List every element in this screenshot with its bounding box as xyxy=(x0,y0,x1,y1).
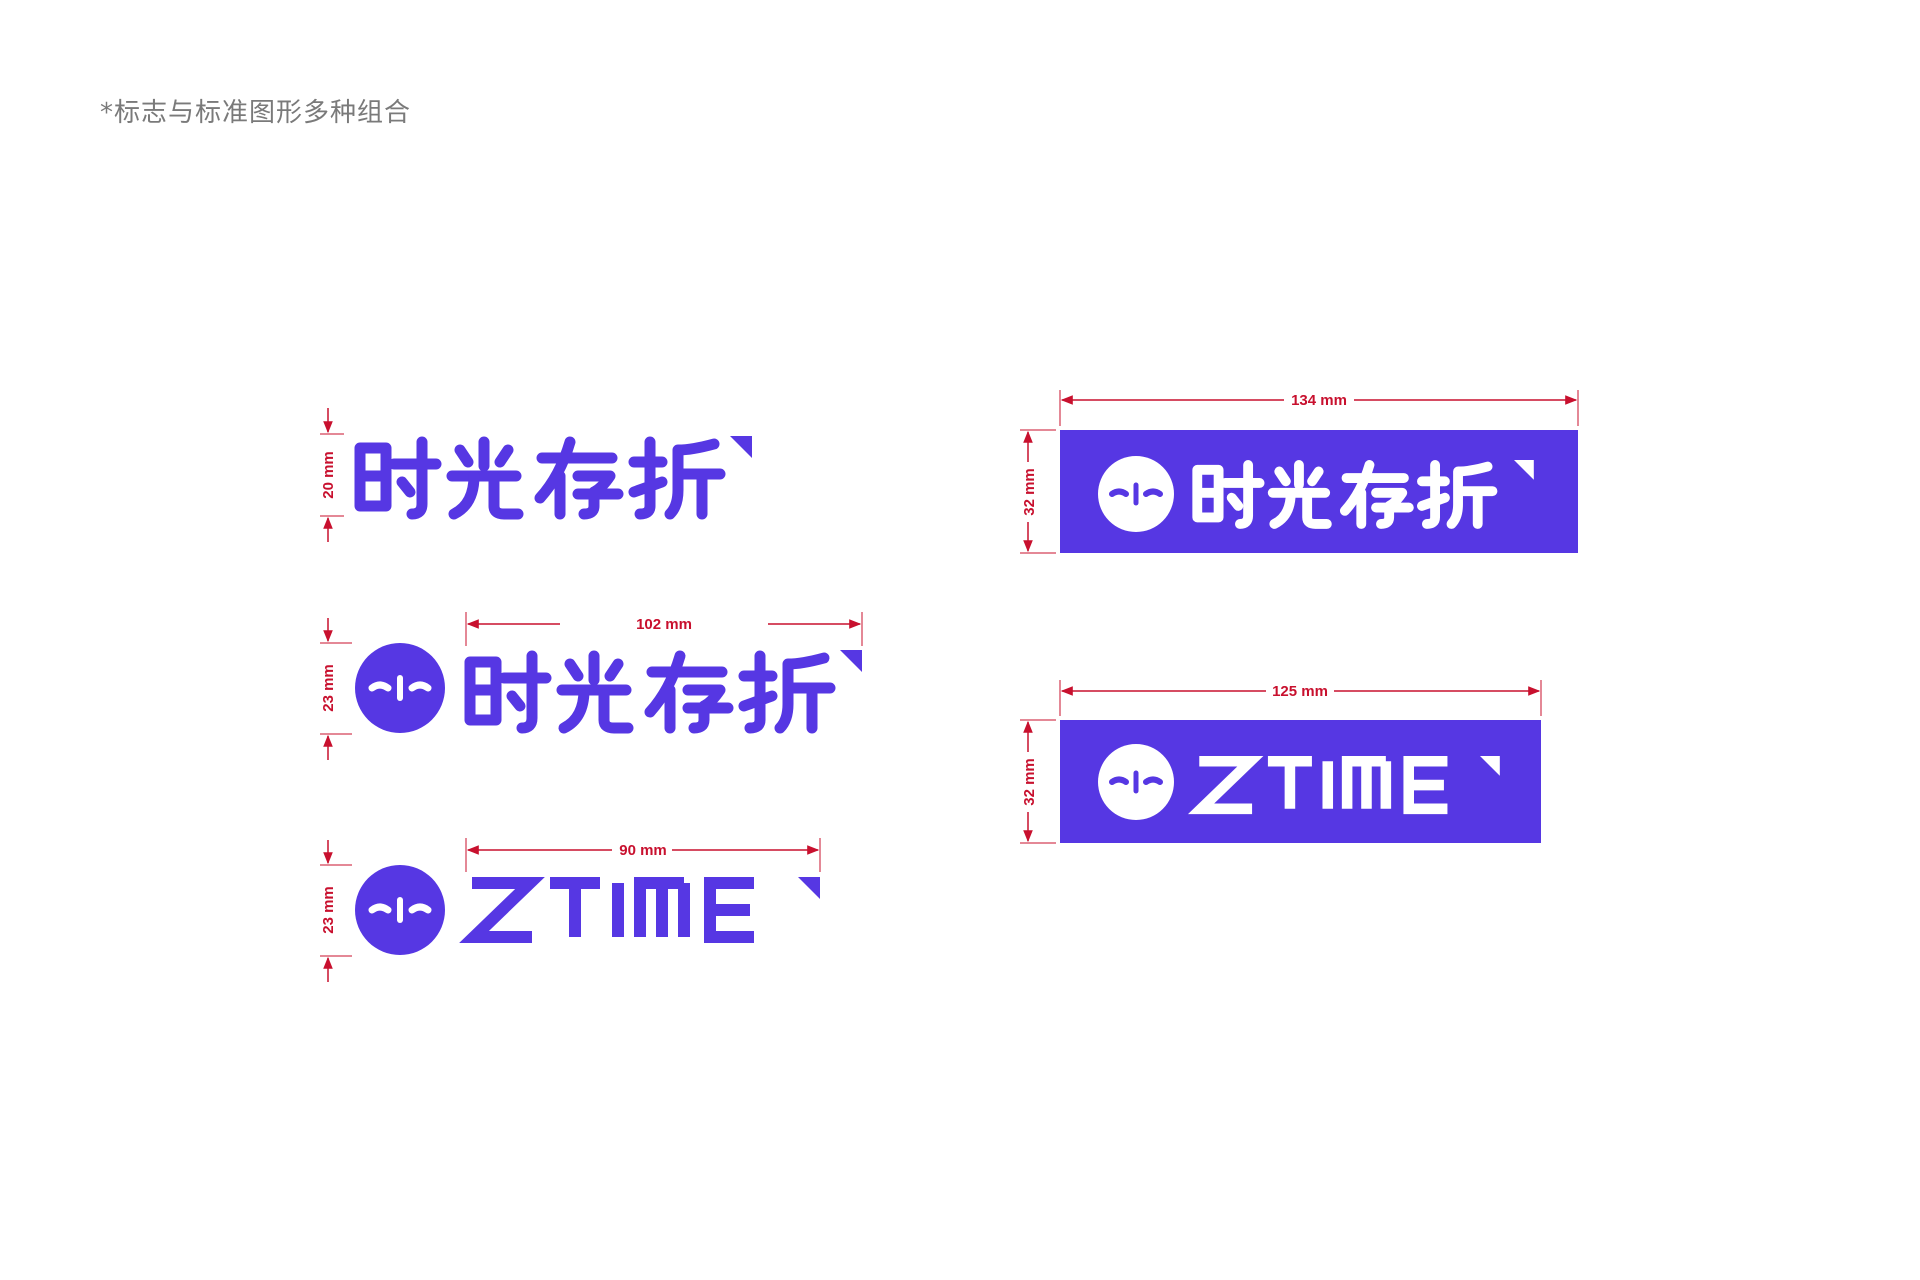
corner-accent xyxy=(840,650,862,672)
dimension-b-height: 23 mm xyxy=(320,618,352,760)
dimension-e-height: 32 mm xyxy=(1020,719,1056,844)
face-emblem xyxy=(1098,456,1174,532)
dim-label-b-height: 23 mm xyxy=(320,664,337,712)
logo-variant-b: 102 mm 23 mm xyxy=(320,612,863,760)
dimension-c-height: 23 mm xyxy=(320,840,352,982)
dim-label-b-width: 102 mm xyxy=(636,616,692,633)
logo-variant-a: 20 mm xyxy=(320,408,752,542)
dim-label-c-width: 90 mm xyxy=(619,842,667,859)
dim-label-d-height: 32 mm xyxy=(1021,468,1038,516)
en-wordmark xyxy=(472,883,754,937)
logo-variant-c: 90 mm 23 mm xyxy=(320,838,821,982)
logo-variant-e: 125 mm 32 mm xyxy=(1020,680,1542,844)
dimension-d-width: 134 mm xyxy=(1059,390,1579,426)
dim-label-e-height: 32 mm xyxy=(1021,758,1038,806)
dim-label-c-height: 23 mm xyxy=(320,886,337,934)
dimension-b-width: 102 mm xyxy=(465,612,863,646)
logo-variant-d: 134 mm 32 mm xyxy=(1020,390,1579,554)
page-caption: *标志与标准图形多种组合 xyxy=(100,98,412,128)
cn-wordmark xyxy=(470,656,830,728)
dimension-a-height: 20 mm xyxy=(320,408,344,542)
face-emblem xyxy=(355,865,445,955)
dim-label-d-width: 134 mm xyxy=(1291,392,1347,409)
face-emblem xyxy=(355,643,445,733)
corner-accent xyxy=(798,877,820,899)
dimension-e-width: 125 mm xyxy=(1059,680,1542,716)
dim-label-a-height: 20 mm xyxy=(320,451,337,499)
corner-accent xyxy=(730,436,752,458)
dim-label-e-width: 125 mm xyxy=(1272,683,1328,700)
dimension-c-width: 90 mm xyxy=(465,838,821,872)
dimension-d-height: 32 mm xyxy=(1020,429,1056,554)
face-emblem xyxy=(1098,744,1174,820)
cn-wordmark xyxy=(360,442,720,514)
